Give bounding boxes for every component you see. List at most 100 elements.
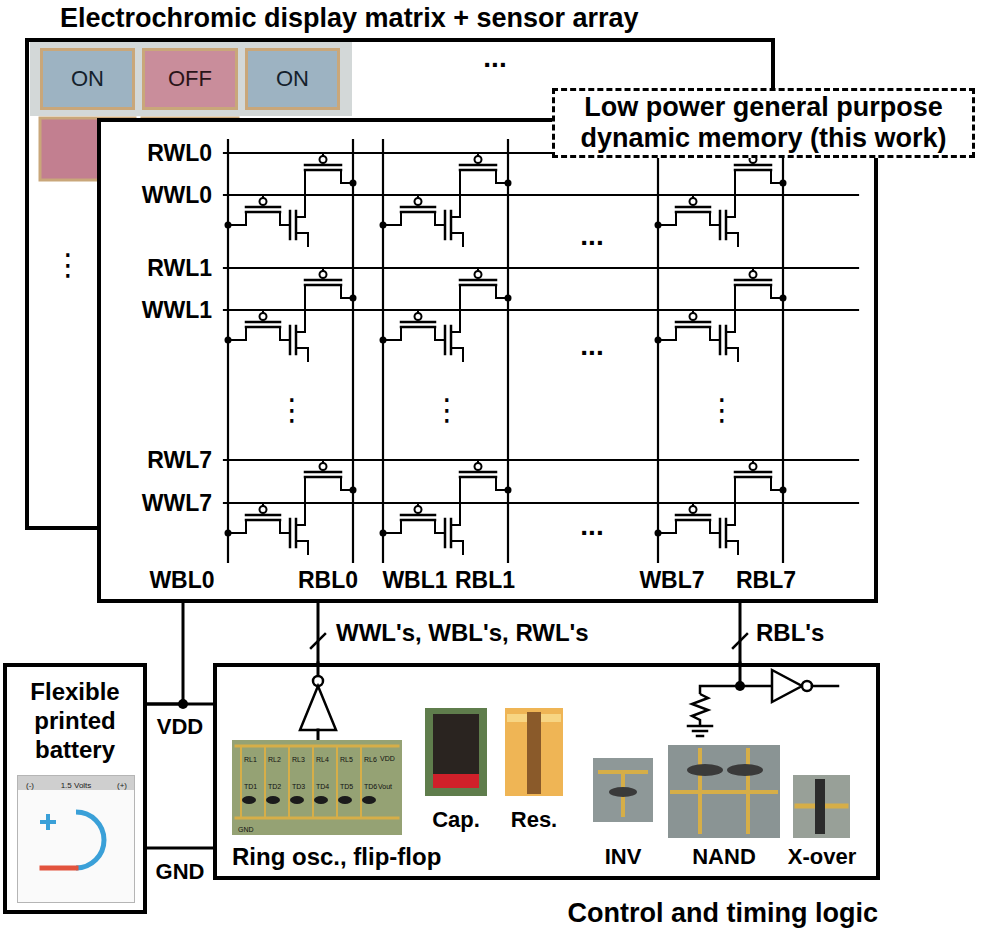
bus-wire [739,603,742,663]
text-anchor: NAND [692,844,756,869]
photo-trace [672,790,776,794]
wire [280,212,290,225]
photo-detail [609,787,637,797]
junction-dot [178,699,188,709]
wire [435,327,445,340]
wire [692,195,694,198]
callout-box: Low power general purpose dynamic memory… [552,88,975,158]
photo-detail [687,764,723,776]
label-anchor: ... [580,220,603,252]
word-line [224,309,858,311]
wire [451,170,460,217]
transistor-channel [305,284,341,287]
node-label: Cap. [432,807,480,832]
node-label: Vout [378,783,392,791]
wire [317,730,320,740]
inverter-symbol [772,670,802,702]
label-anchor: ⋮ [277,393,307,428]
ellipsis: ⋮ [277,393,307,428]
photo-trace [698,750,702,832]
text-anchor: TD4 [316,775,329,793]
transistor-gate [305,279,341,282]
transistor-gate [289,519,292,547]
battery-label-strip [18,776,134,790]
label-anchor: ... [580,330,603,362]
node-label: RWL1 [147,255,212,281]
inversion-bubble [320,271,327,278]
node-label: X-over [788,844,856,869]
transistor-gate [289,211,292,239]
node-label: TD6 [364,783,377,791]
wire [812,685,838,688]
transistor-channel [460,476,496,479]
node-text: ON [276,66,309,92]
node-label: NAND [692,844,756,869]
wire [280,520,290,533]
wire [383,212,401,225]
transistor-gate [719,326,722,354]
wire [692,310,694,313]
label-anchor: GND [156,859,205,884]
wire [710,327,720,340]
node-text: OFF [168,66,212,92]
inversion-bubble [750,271,757,278]
text-anchor: WWL0 [142,182,212,208]
wire [317,663,320,676]
junction-dot [655,337,662,344]
node-label: TD3 [292,783,305,791]
node-text: Low power general purpose dynamic memory… [561,92,966,154]
wire [417,195,419,198]
ground-symbol [693,730,707,733]
transistor-channel [676,519,710,522]
text-anchor: TD5 [340,775,353,793]
transistor-channel [676,211,710,214]
transistor-gate [676,206,710,209]
label-anchor: RBL's [756,619,824,647]
wire [228,520,246,533]
junction-dot [655,222,662,229]
junction-dot [350,295,357,302]
photo-detail [433,714,479,774]
transistor-channel [246,326,280,329]
transistor-gate [719,211,722,239]
inversion-bubble [415,198,422,205]
node-label: RWL7 [147,447,212,473]
transistor-channel [401,211,435,214]
text-anchor: Res. [511,807,557,832]
wire [280,327,290,340]
transistor-channel [725,519,728,547]
transistor-gate [460,164,496,167]
text-anchor: INV [605,844,642,869]
node-label: INV [605,844,642,869]
transistor-gate [460,279,496,282]
illustration [18,776,136,904]
transistor-channel [295,211,298,239]
inversion-bubble [415,506,422,513]
wire [726,233,738,247]
buffer-symbol [300,686,336,730]
photo-detail [815,779,825,834]
inversion-bubble [475,271,482,278]
text-row: ON [71,66,104,92]
text-anchor: RL6 [364,748,377,766]
photo-trace [264,746,266,818]
wire [726,348,738,362]
transistor-gate [444,326,447,354]
text-anchor: WBL7 [639,567,704,593]
node-label: WBL0 [149,567,214,593]
control-box: Control and timing logicRing osc., flip-… [213,663,880,880]
text-anchor: RWL7 [147,447,212,473]
battery-logo [76,812,104,868]
transistor-channel [401,326,435,329]
transistor-channel [725,211,728,239]
transistor-gate [676,514,710,517]
illustration [668,745,780,838]
photo-trace [360,746,362,818]
inversion-bubble [802,681,812,691]
node-label: WWL1 [142,297,212,323]
photo-trace [600,770,646,774]
ellipsis: ⋮ [53,248,83,283]
junction-dot [505,487,512,494]
transistor-channel [450,211,453,239]
wire [752,153,754,156]
